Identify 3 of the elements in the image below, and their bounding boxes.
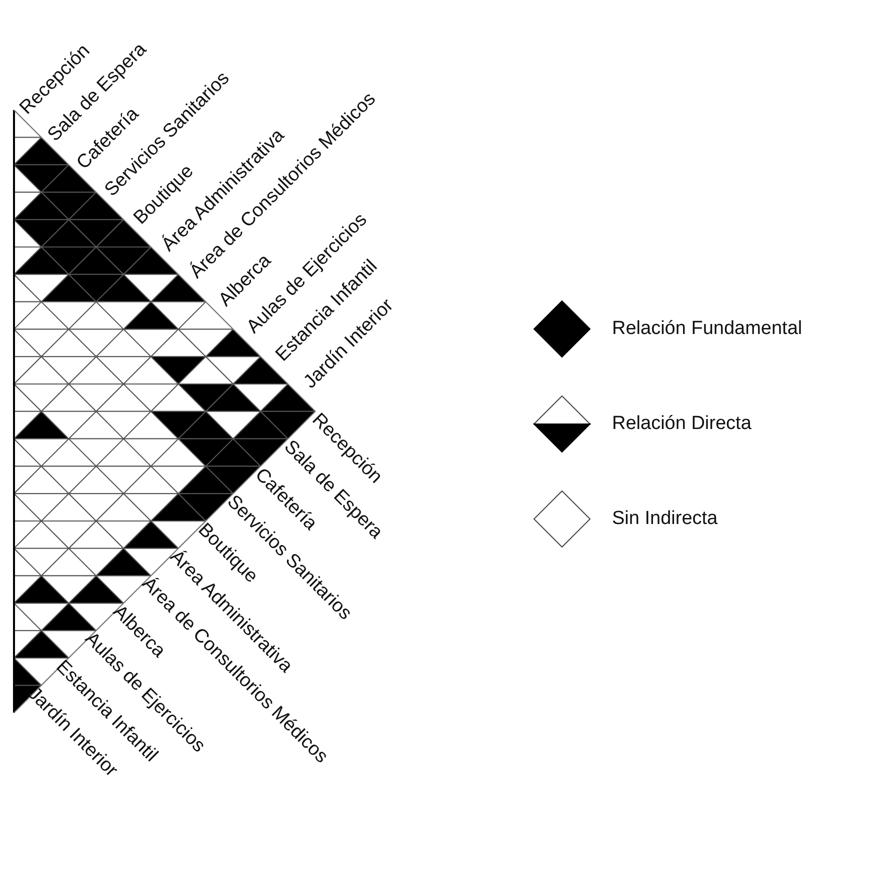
legend-label: Relación Fundamental bbox=[612, 318, 802, 340]
legend-label: Relación Directa bbox=[612, 413, 752, 435]
legend-label: Sin Indirecta bbox=[612, 508, 718, 530]
